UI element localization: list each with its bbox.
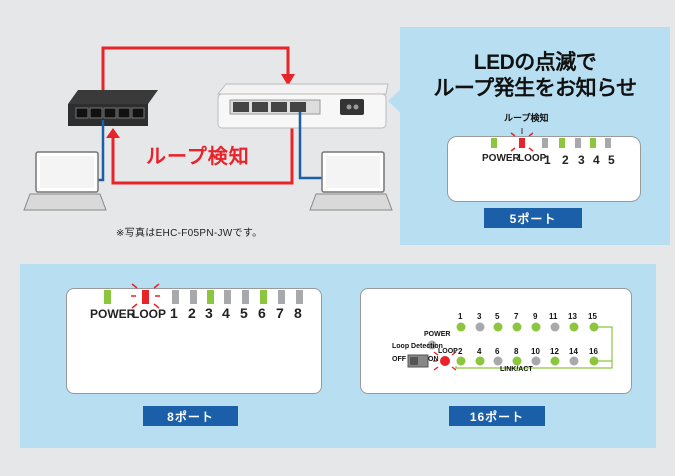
loop-detect-label: ループ検知	[146, 146, 250, 168]
led-label-5: 5	[608, 153, 615, 167]
n10: 10	[531, 347, 540, 356]
sixteen-port-leds	[407, 322, 613, 371]
loop-label-16: LOOP	[438, 348, 458, 355]
led-label-1: 1	[544, 153, 551, 167]
n2: 2	[458, 347, 463, 356]
led8-label-8: 8	[294, 305, 302, 321]
n4: 4	[477, 347, 482, 356]
n12: 12	[550, 347, 559, 356]
n8: 8	[514, 347, 519, 356]
panel-title-line1: LEDの点滅で	[473, 51, 597, 74]
n6: 6	[495, 347, 500, 356]
led8-label-6: 6	[258, 305, 266, 321]
n9: 9	[533, 312, 538, 321]
n3: 3	[477, 312, 482, 321]
link-act-label: LINK/ACT	[500, 366, 533, 373]
sixteen-port-badge: 16ポート	[449, 406, 545, 426]
white-switch	[216, 83, 389, 129]
led8-label-3: 3	[205, 305, 213, 321]
n16: 16	[589, 347, 598, 356]
eight-port-leds	[104, 283, 303, 309]
n7: 7	[514, 312, 519, 321]
laptop-left	[23, 151, 107, 211]
n1: 1	[458, 312, 463, 321]
photo-caption: ※写真はEHC-F05PN-JWです。	[116, 228, 263, 239]
switch-16port-front	[360, 288, 632, 394]
n11: 11	[549, 312, 558, 321]
n15: 15	[588, 312, 597, 321]
led-label-power: POWER	[482, 153, 520, 164]
pointer-label: ループ検知	[504, 113, 549, 123]
panel-pointer	[388, 86, 404, 116]
sixteen-port-labels: 1 3 5 7 9 11 13 15 2 4 6 8 10 12 14 16 P…	[360, 288, 630, 392]
led8-label-4: 4	[222, 305, 230, 321]
loop-cable	[101, 46, 290, 112]
five-port-led-labels: POWER LOOP 1 2 3 4 5	[482, 153, 642, 167]
panel-title-line2: ループ発生をお知らせ	[433, 77, 637, 100]
five-port-leds	[491, 128, 611, 152]
led-label-loop: LOOP	[518, 153, 547, 164]
led-label-4: 4	[593, 153, 600, 167]
led8-label-1: 1	[170, 305, 178, 321]
n5: 5	[495, 312, 500, 321]
eight-port-led-labels: POWER LOOP 1 2 3 4 5 6 7 8	[90, 305, 320, 323]
led-label-3: 3	[578, 153, 585, 167]
loop-arrow-down	[281, 74, 295, 86]
on-label: ON	[428, 356, 439, 363]
dark-switch	[68, 90, 158, 126]
off-label: OFF	[392, 356, 406, 363]
eight-port-badge: 8ポート	[143, 406, 238, 426]
led8-label-7: 7	[276, 305, 284, 321]
loop-arrow-up	[106, 128, 120, 138]
led-label-2: 2	[562, 153, 569, 167]
power-label-16: POWER	[424, 331, 451, 338]
loop-detection-label: Loop Detection	[392, 343, 443, 350]
n13: 13	[568, 312, 577, 321]
led8-label-2: 2	[188, 305, 196, 321]
five-port-badge: 5ポート	[484, 208, 582, 228]
loop-cable-bottom	[111, 110, 294, 185]
led8-label-loop: LOOP	[132, 307, 167, 321]
switch-8port-front	[66, 288, 322, 394]
loop-illustration	[0, 0, 400, 245]
n14: 14	[569, 347, 578, 356]
led8-label-5: 5	[240, 305, 248, 321]
laptop-right	[309, 151, 393, 211]
led8-label-power: POWER	[90, 307, 136, 321]
